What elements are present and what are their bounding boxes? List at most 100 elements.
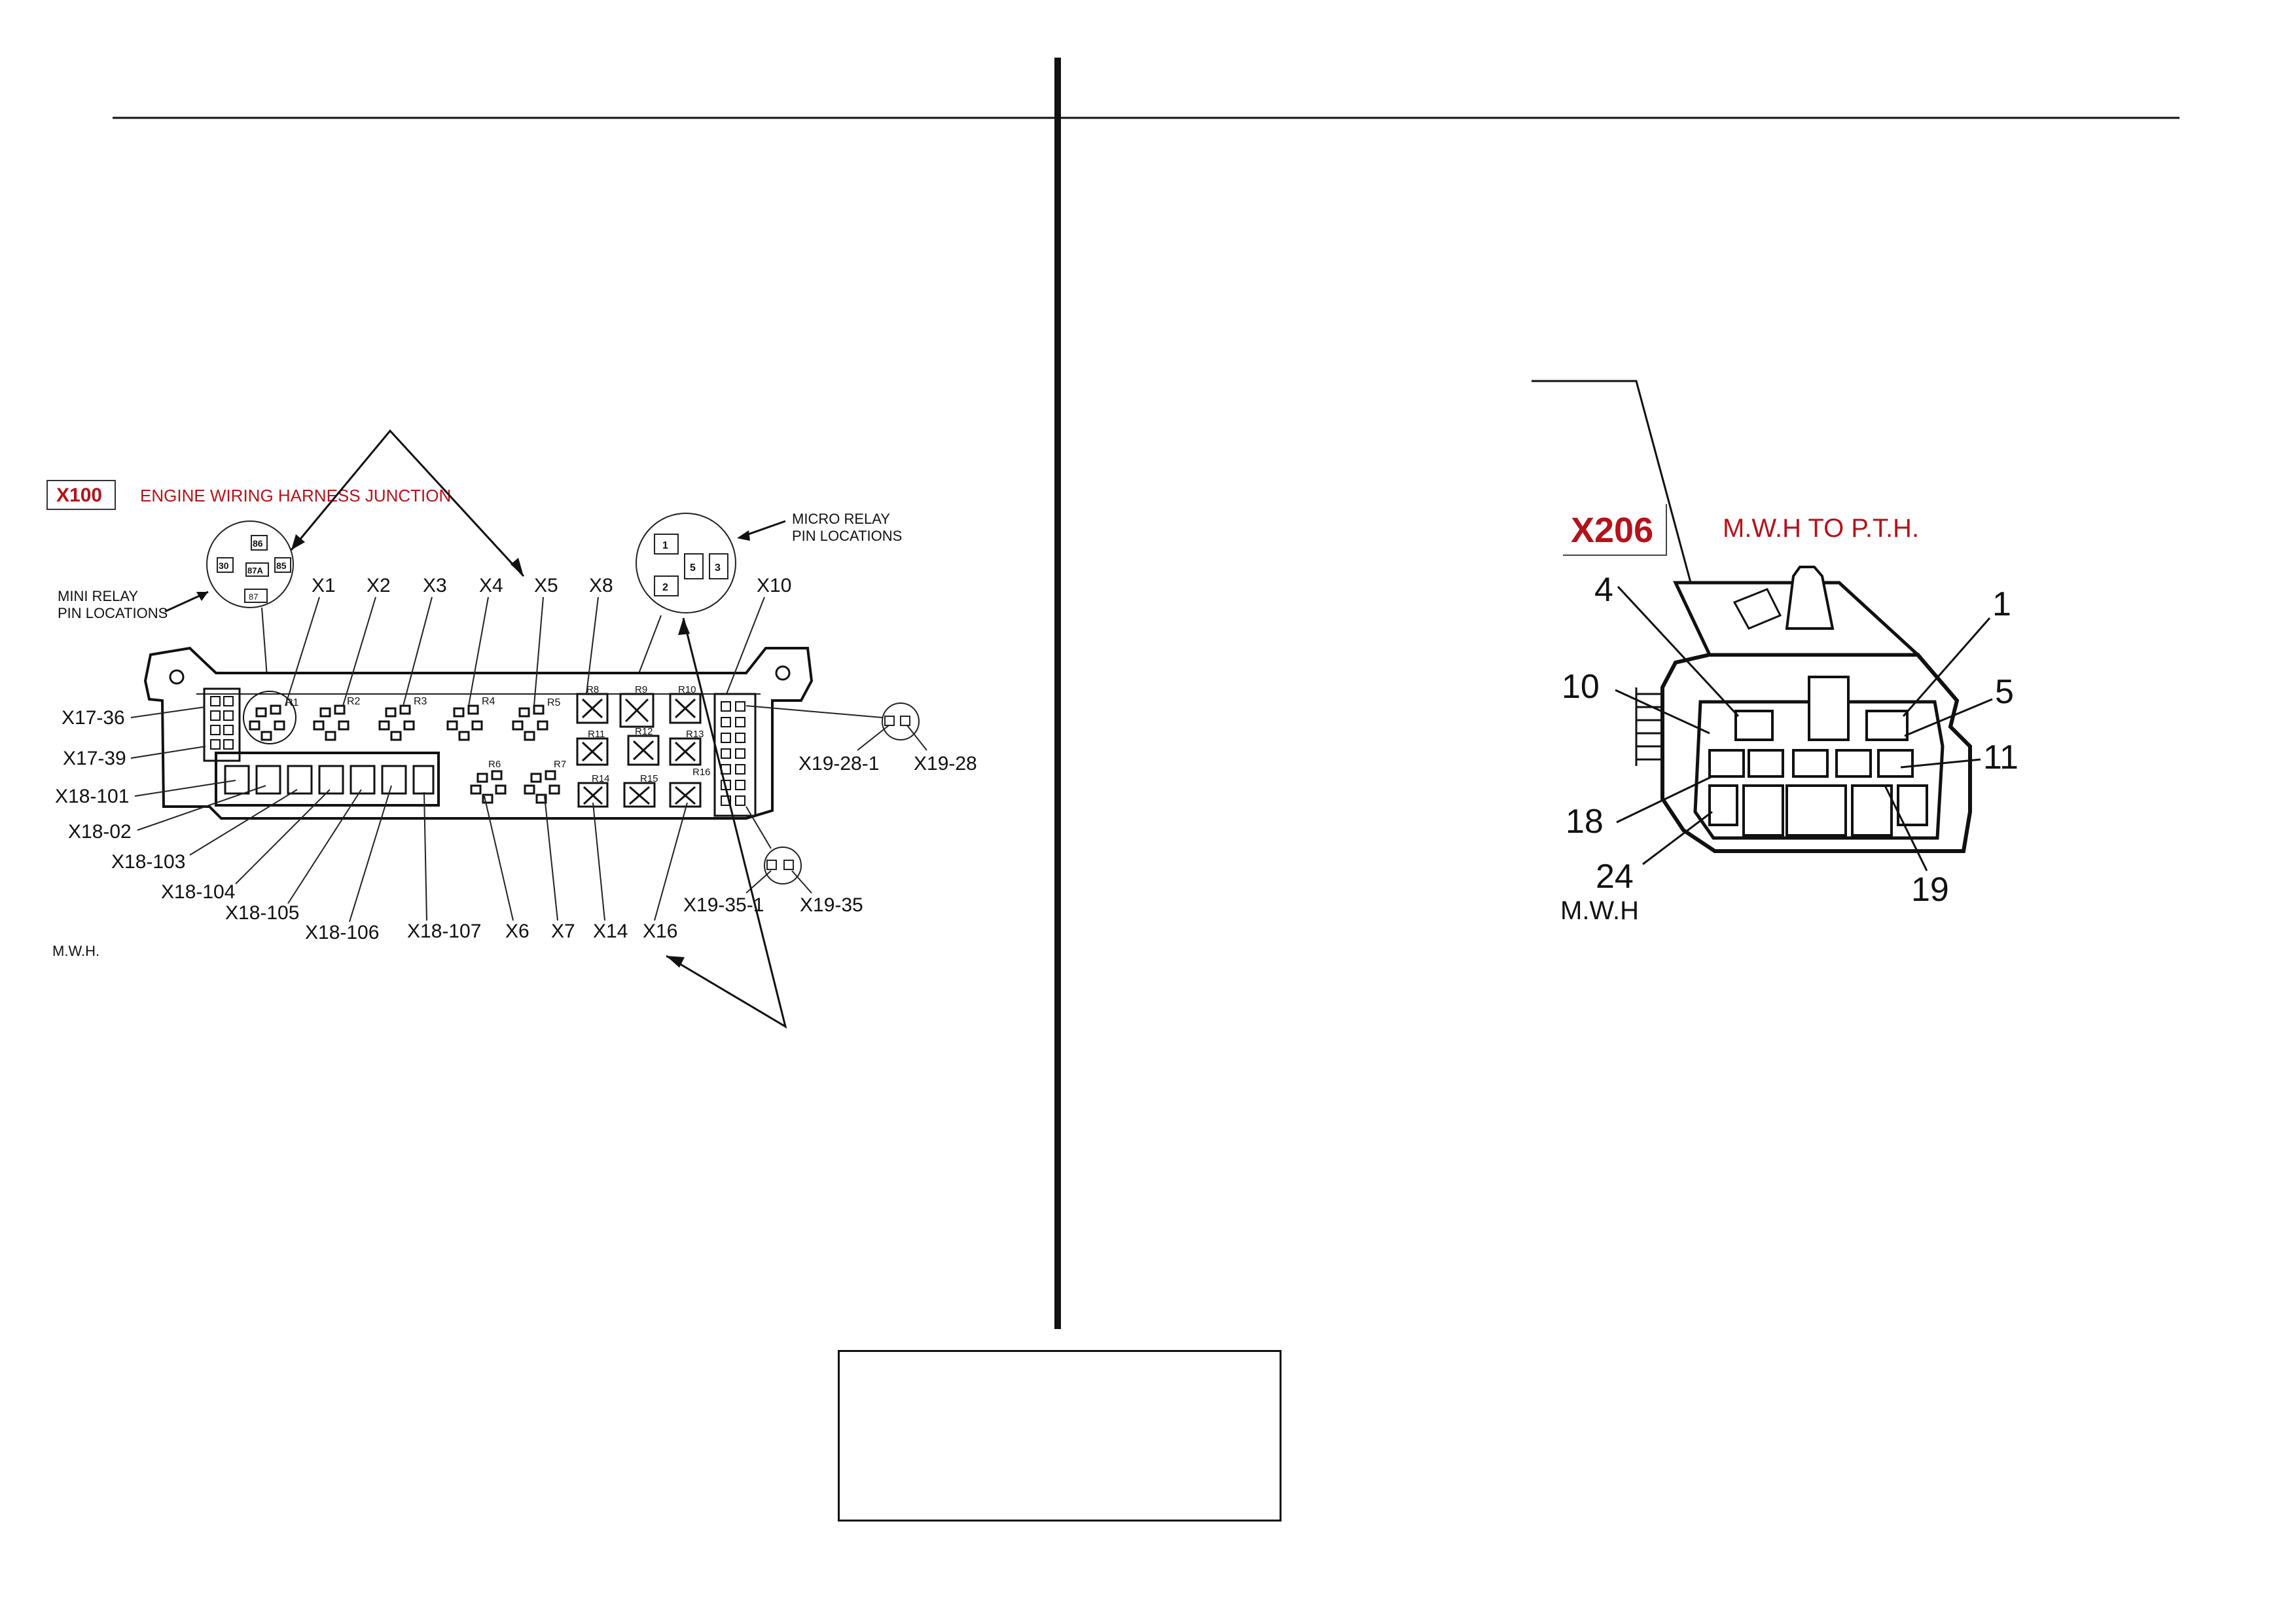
- relay-socket-r3: [378, 704, 415, 741]
- mini-pin-86: [251, 535, 268, 551]
- relay-socket-r1: [243, 691, 296, 744]
- mount-hole-left: [169, 669, 185, 685]
- leader-x2: [342, 596, 376, 706]
- relay-label-r15: R15: [640, 773, 658, 784]
- x19-35-1-pin: [766, 860, 777, 870]
- leader-pin-1: [1902, 617, 1991, 717]
- connector-x18-103: X18-103: [111, 851, 185, 873]
- x19-35-socket: [764, 847, 802, 884]
- mini-relay-pin-diagram: [206, 520, 294, 608]
- pin-24: 24: [1596, 858, 1634, 896]
- leader-pin-5: [1904, 698, 1993, 737]
- leader-x3: [403, 596, 433, 706]
- bottom-callout-arrowhead-left: [666, 956, 685, 968]
- leader-x18-106: [349, 785, 392, 922]
- mini-relay-label-2: PIN LOCATIONS: [58, 605, 168, 621]
- leader-x18-101: [134, 780, 236, 797]
- connector-x5: X5: [534, 575, 558, 596]
- relay-label-r13: R13: [686, 729, 704, 740]
- leader-x19-28-1: [857, 725, 889, 751]
- connector-x4: X4: [479, 575, 503, 596]
- leader-pin-4: [1617, 585, 1740, 718]
- micro-pin-5: [684, 553, 704, 579]
- connector-x3: X3: [423, 575, 447, 596]
- leader-x4: [468, 596, 489, 706]
- leader-x19-35-socket: [745, 806, 772, 849]
- mini-pin-87a-label: 87A: [247, 566, 263, 575]
- x17-pin-block: [203, 687, 241, 762]
- callout-arrowhead-right: [511, 558, 524, 576]
- leader-x18-104: [235, 789, 331, 884]
- connector-x18-106: X18-106: [305, 922, 379, 943]
- x19-pin-block: [713, 693, 757, 817]
- micro-relay-label-2: PIN LOCATIONS: [792, 528, 902, 544]
- x100-code-box: [46, 480, 116, 510]
- leader-x19-28: [906, 725, 927, 751]
- x100-title: ENGINE WIRING HARNESS JUNCTION: [140, 486, 451, 505]
- relay-label-r3: R3: [414, 696, 427, 707]
- leader-pin-24: [1642, 811, 1713, 866]
- connector-x10: X10: [757, 575, 791, 596]
- micro-relay-sockets: [576, 693, 702, 808]
- mini-relay-arrowhead: [196, 592, 208, 601]
- connector-x2: X2: [367, 575, 391, 596]
- connector-x7: X7: [551, 921, 575, 942]
- relay-socket-r2: [313, 704, 350, 741]
- leader-x14: [592, 802, 605, 921]
- top-callout-lines: [290, 429, 525, 577]
- connector-x8: X8: [589, 575, 613, 596]
- mini-pin-30: [217, 557, 234, 573]
- micro-relay-arrowhead: [737, 530, 750, 541]
- pin-19: 19: [1911, 871, 1949, 909]
- micro-relay-label-1: MICRO RELAY: [792, 511, 890, 527]
- pin-1: 1: [1992, 585, 2011, 623]
- x19-28-pin: [900, 716, 910, 726]
- relay-socket-r4: [446, 704, 483, 741]
- x206-footer: M.W.H: [1560, 896, 1639, 925]
- relay-label-r16: R16: [692, 767, 711, 778]
- leader-x6: [484, 795, 514, 921]
- blank-caption-box: [838, 1350, 1282, 1522]
- leader-x1: [285, 596, 320, 706]
- leader-x19-28-socket: [745, 705, 883, 718]
- leader-x5: [533, 596, 544, 706]
- relay-label-r1: R1: [285, 697, 299, 708]
- leader-x18-02: [137, 785, 266, 831]
- relay-socket-r5: [512, 704, 548, 741]
- callout-arrowhead-left: [291, 534, 305, 550]
- micro-pin-1-label: 1: [662, 540, 668, 551]
- mini-pin-87-label: 87: [249, 592, 258, 602]
- leader-x17-39: [130, 746, 206, 759]
- connector-x18-107: X18-107: [407, 921, 481, 942]
- mount-hole-right: [775, 665, 791, 681]
- leader-x18-107: [423, 792, 427, 921]
- leader-pin-19: [1884, 785, 1928, 871]
- leader-pin-11: [1900, 758, 1981, 769]
- relay-label-r10: R10: [678, 684, 696, 695]
- leader-x18-103: [189, 789, 298, 856]
- micro-pin-3-label: 3: [715, 562, 721, 574]
- micro-pin-2: [654, 575, 679, 596]
- leader-x16: [654, 802, 688, 921]
- connector-x18-101: X18-101: [55, 786, 129, 807]
- connector-x14: X14: [593, 921, 628, 942]
- leader-pin-18: [1616, 775, 1713, 824]
- relay-socket-r7: [524, 770, 560, 804]
- x100-footer: M.W.H.: [52, 943, 99, 959]
- pin-4: 4: [1594, 571, 1613, 609]
- mini-pin-85-label: 85: [276, 560, 287, 571]
- relay-label-r7: R7: [554, 759, 566, 770]
- x19-28-1-pin: [884, 716, 895, 726]
- connector-x19-28-1: X19-28-1: [798, 753, 879, 775]
- connector-x17-39: X17-39: [63, 748, 126, 769]
- relay-label-r9: R9: [635, 684, 647, 695]
- connector-x16: X16: [643, 921, 677, 942]
- mini-pin-87a: [245, 562, 269, 577]
- bottom-callout-arrowhead-up: [678, 618, 690, 635]
- micro-pin-2-label: 2: [662, 582, 668, 593]
- x206-code: X206: [1571, 511, 1653, 550]
- leader-pin-10: [1615, 689, 1710, 735]
- relay-label-r11: R11: [588, 729, 605, 740]
- connector-x19-28: X19-28: [914, 753, 977, 775]
